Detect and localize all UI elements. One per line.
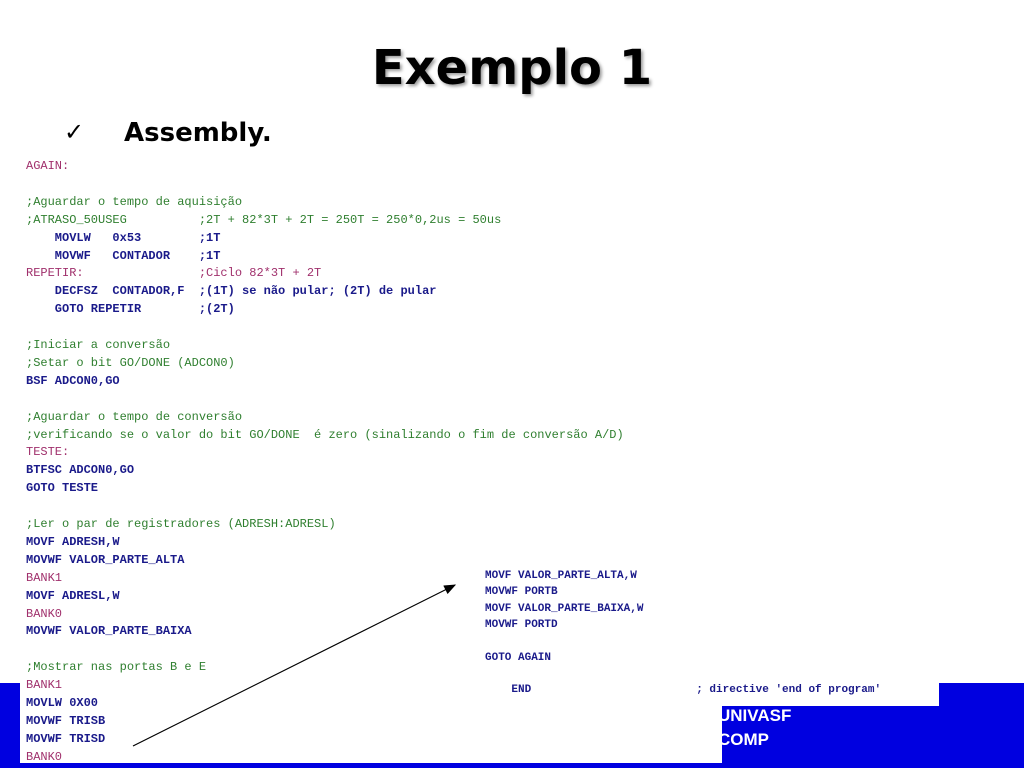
code-line: MOVWF CONTADOR ;1T (26, 248, 221, 263)
code-line: MOVWF VALOR_PARTE_BAIXA (26, 624, 192, 639)
code-line: MOVF ADRESL,W (26, 588, 120, 603)
code-line: BTFSC ADCON0,GO (26, 463, 135, 478)
footer-univasf: UNIVASF (718, 706, 792, 725)
code-line: END ; directive 'end of program' (485, 684, 882, 697)
code-line: BSF ADCON0,GO (26, 373, 120, 388)
code-line: DECFSZ CONTADOR,F ;(1T) se não pular; (2… (26, 284, 437, 299)
code-line: MOVWF VALOR_PARTE_ALTA (26, 552, 185, 567)
code-line: GOTO AGAIN (485, 651, 552, 664)
code-line: MOVF VALOR_PARTE_BAIXA,W (485, 602, 644, 615)
code-line: ;Aguardar o tempo de aquisição (26, 194, 243, 209)
code-line: REPETIR: ;Ciclo 82*3T + 2T (26, 266, 322, 281)
code-line: MOVWF TRISD (26, 731, 106, 746)
code-line: MOVLW 0x53 ;1T (26, 230, 221, 245)
code-line: ;Ler o par de registradores (ADRESH:ADRE… (26, 517, 336, 531)
code-line: ;ATRASO_50USEG ;2T + 82*3T + 2T = 250T =… (26, 212, 502, 227)
arrow-line (132, 584, 457, 747)
code-line: MOVWF PORTB (485, 586, 558, 599)
code-line: MOVF ADRESH,W (26, 534, 120, 549)
footer-comp: COMP (718, 730, 769, 749)
code-line: BANK1 (26, 678, 63, 693)
code-line: GOTO REPETIR ;(2T) (26, 302, 235, 317)
code-listing-continuation: MOVF VALOR_PARTE_ALTA,W MOVWF PORTB MOVF V… (478, 566, 939, 706)
checkmark-icon: ✓ (64, 118, 85, 146)
code-line: TESTE: (26, 445, 70, 460)
code-line: ;Iniciar a conversão (26, 338, 171, 352)
code-line: AGAIN: (26, 159, 70, 173)
code-line: BANK0 (26, 749, 63, 764)
code-line: MOVWF PORTD (485, 618, 558, 631)
code-line: BANK1 (26, 570, 63, 585)
code-line: GOTO TESTE (26, 481, 99, 496)
bullet-text: Assembly. (124, 118, 272, 148)
code-line: ;Aguardar o tempo de conversão (26, 409, 243, 424)
code-line: MOVLW 0X00 (26, 696, 99, 710)
code-line: ;verificando se o valor do bit GO/DONE é… (26, 427, 624, 442)
code-line: BANK0 (26, 606, 63, 621)
code-line: ;Mostrar nas portas B e E (26, 660, 207, 675)
code-line: ;Setar o bit GO/DONE (ADCON0) (26, 355, 235, 370)
code-line: MOVWF TRISB (26, 713, 106, 728)
code-line: MOVF VALOR_PARTE_ALTA,W (485, 570, 637, 582)
slide-title: Exemplo 1 (371, 40, 653, 96)
